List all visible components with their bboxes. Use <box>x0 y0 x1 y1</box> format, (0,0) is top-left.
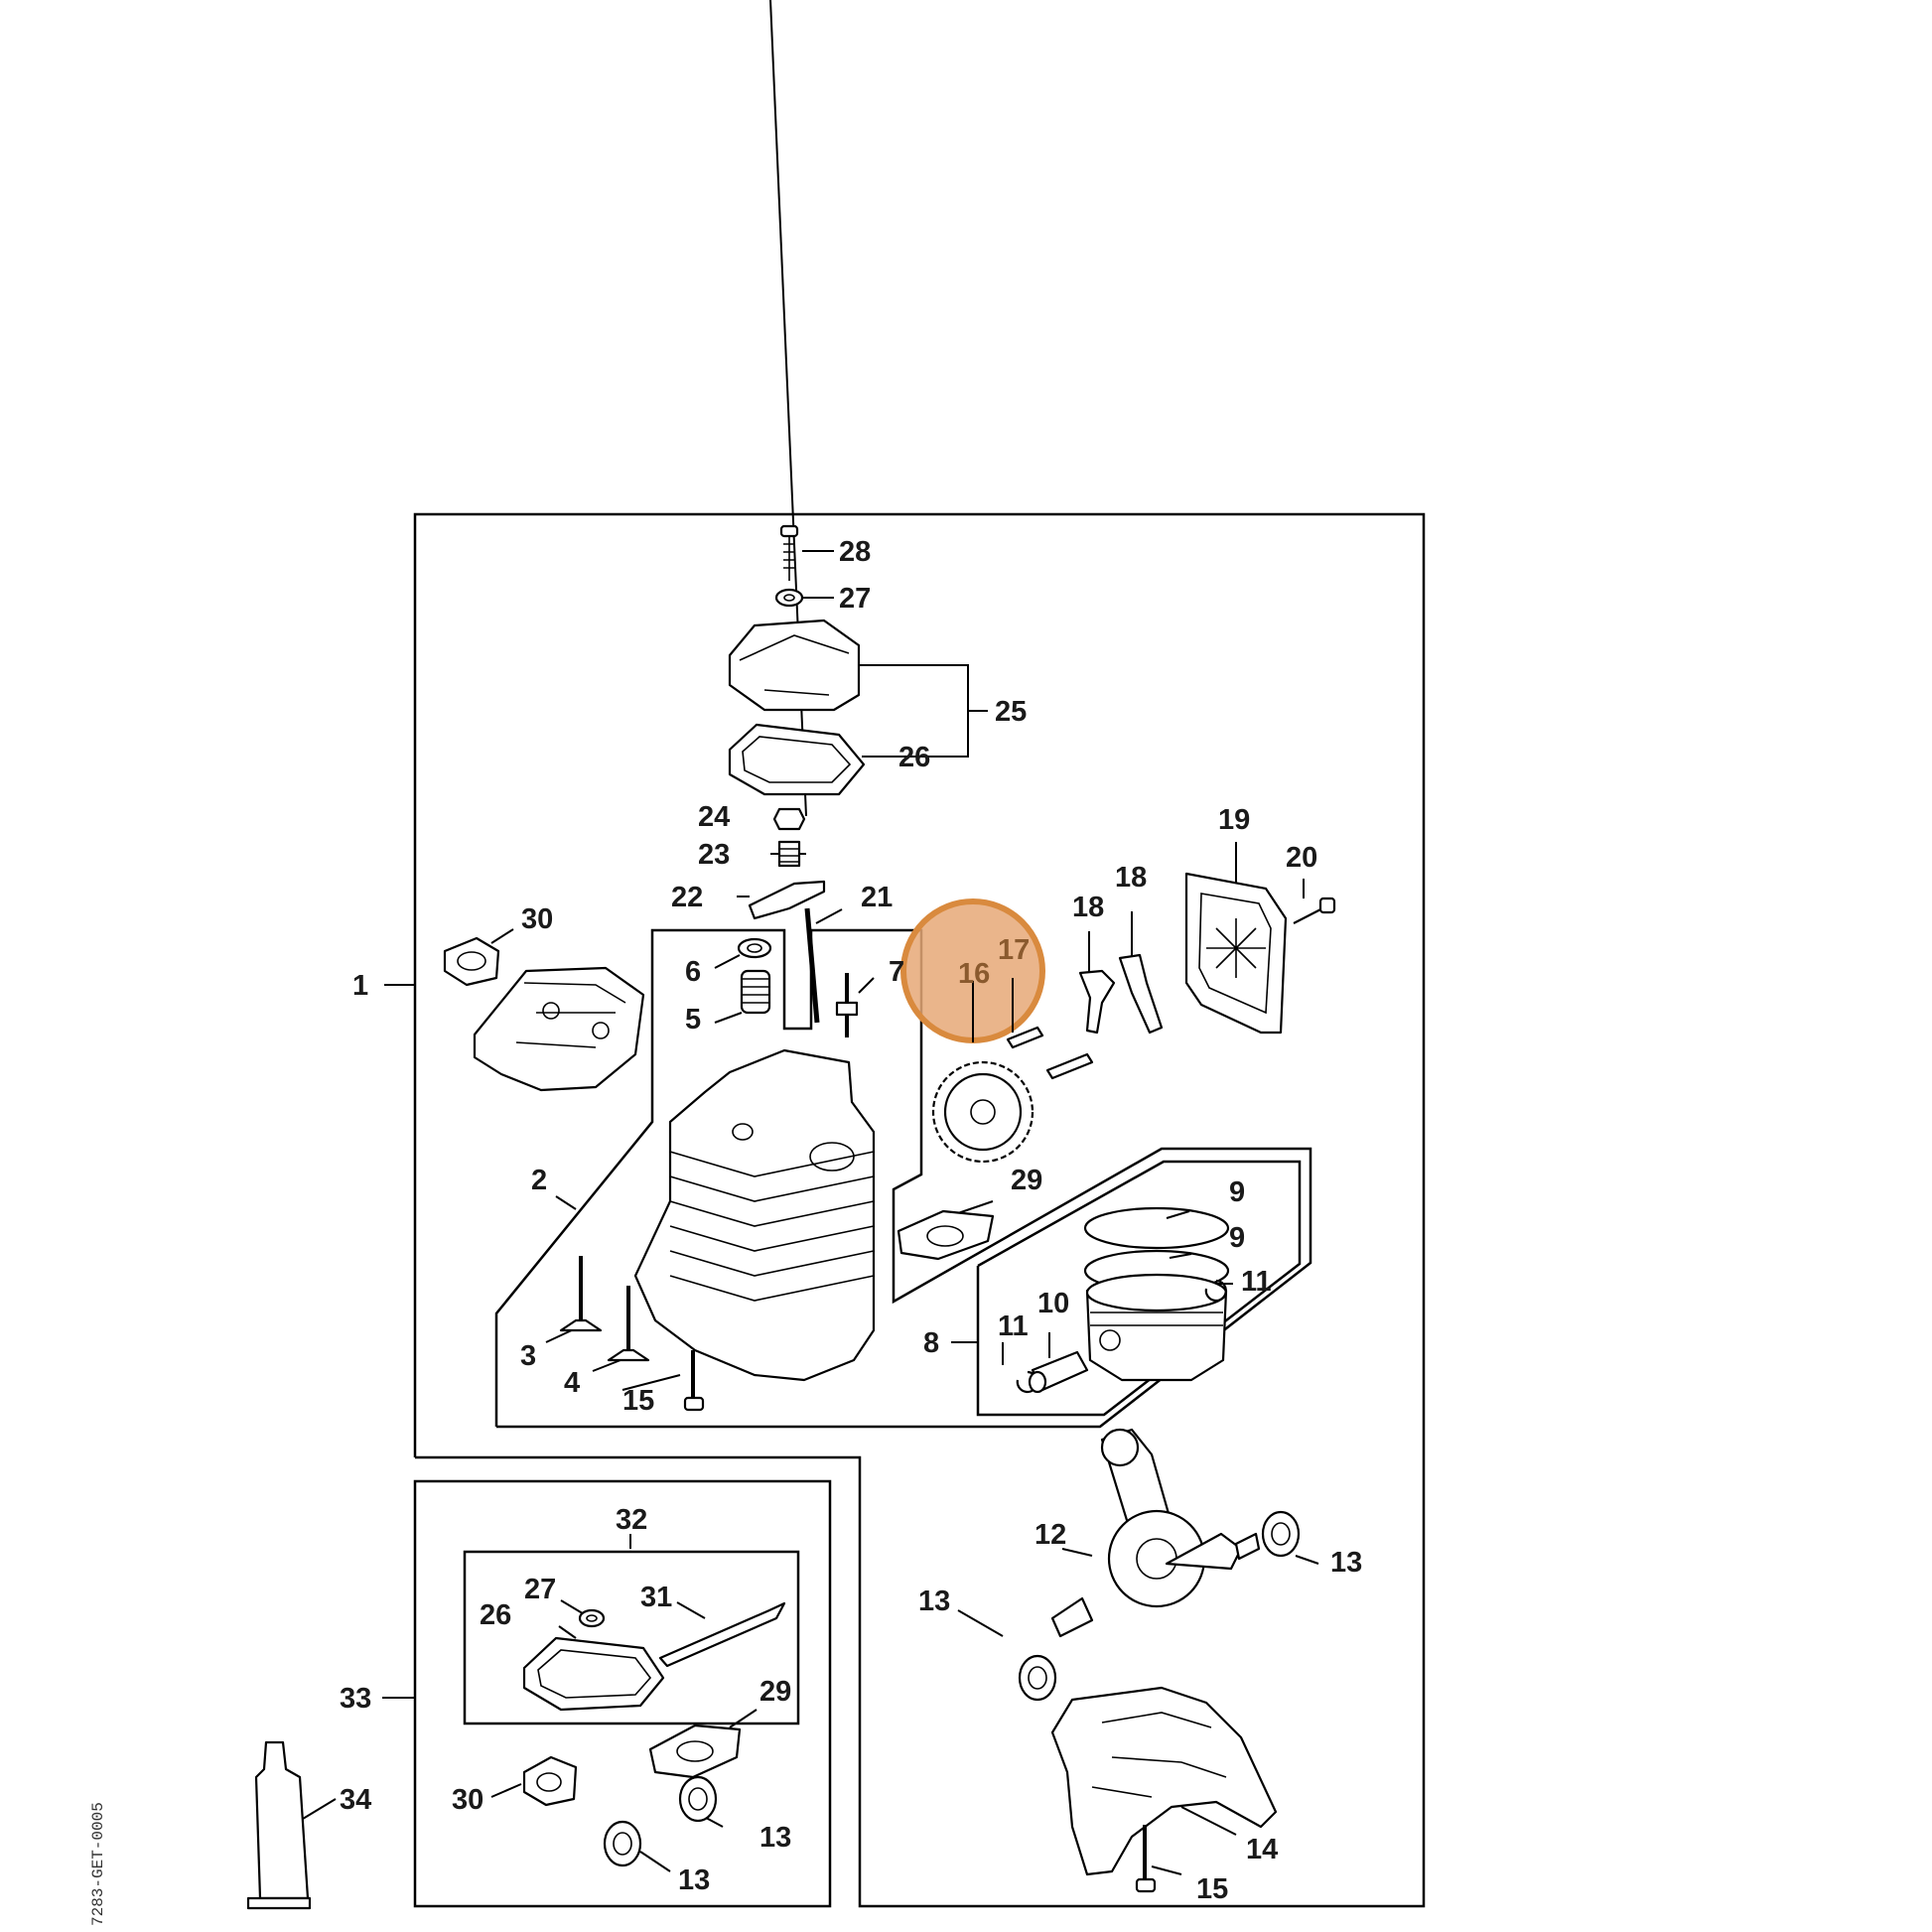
label-21: 21 <box>861 882 893 913</box>
frame-gasket-subset <box>463 1550 800 1725</box>
part-piston[interactable] <box>1085 1273 1228 1382</box>
label-19: 19 <box>1218 804 1250 836</box>
label-13a: 13 <box>1330 1547 1362 1579</box>
part-tube-34[interactable] <box>246 1740 312 1910</box>
part-screw-15a[interactable] <box>683 1350 705 1412</box>
label-26b: 26 <box>480 1599 511 1631</box>
label-9b: 9 <box>1229 1222 1245 1254</box>
label-23: 23 <box>698 839 730 871</box>
part-seal-13c[interactable] <box>678 1775 718 1823</box>
part-carburetor[interactable] <box>473 966 645 1092</box>
label-25: 25 <box>995 696 1027 728</box>
label-18a: 18 <box>1072 892 1104 923</box>
label-9a: 9 <box>1229 1176 1245 1208</box>
drawing-id: 7283-GET-0005 <box>89 1802 107 1926</box>
label-13c: 13 <box>759 1822 791 1854</box>
part-screw-20[interactable] <box>1293 897 1336 924</box>
part-retainer-6[interactable] <box>737 937 772 959</box>
part-gasket-30a[interactable] <box>443 936 500 987</box>
part-valve-spring-5[interactable] <box>740 969 771 1015</box>
part-pin-17[interactable] <box>1006 1026 1044 1049</box>
label-15a: 15 <box>622 1385 654 1417</box>
part-gasket-26b[interactable] <box>522 1636 665 1712</box>
part-stud-7[interactable] <box>835 973 859 1037</box>
part-screw-15b[interactable] <box>1135 1825 1157 1893</box>
part-gasket-30b[interactable] <box>522 1755 578 1807</box>
frame-piston-kit <box>976 1160 1302 1417</box>
label-30a: 30 <box>521 903 553 935</box>
label-22: 22 <box>671 882 703 913</box>
part-gasket-29a[interactable] <box>897 1209 995 1261</box>
part-valve-3[interactable] <box>559 1256 603 1332</box>
label-10: 10 <box>1037 1288 1069 1319</box>
part-seal-13b[interactable] <box>1018 1654 1057 1702</box>
label-3: 3 <box>520 1340 536 1372</box>
part-cover-19[interactable] <box>1184 872 1288 1035</box>
part-seal-13d[interactable] <box>603 1820 642 1867</box>
label-29a: 29 <box>1011 1165 1042 1196</box>
part-gasket-26[interactable] <box>728 723 866 796</box>
label-30b: 30 <box>452 1784 483 1816</box>
label-7: 7 <box>889 956 904 988</box>
part-spring-23[interactable] <box>777 840 801 868</box>
part-crankcase-14[interactable] <box>1050 1686 1278 1876</box>
label-13d: 13 <box>678 1864 710 1896</box>
part-strip-31[interactable] <box>658 1601 786 1668</box>
label-4: 4 <box>564 1367 580 1399</box>
part-piston-pin-10[interactable] <box>1028 1350 1089 1394</box>
part-washer-27b[interactable] <box>578 1608 606 1628</box>
part-cam-gear-16[interactable] <box>931 1060 1035 1164</box>
part-cylinder-2[interactable] <box>633 1048 876 1382</box>
label-11a: 11 <box>1241 1266 1272 1298</box>
label-15b: 15 <box>1196 1873 1228 1905</box>
part-pushrod-21[interactable] <box>804 907 820 1024</box>
label-20: 20 <box>1286 842 1317 874</box>
frame-gasket-set <box>413 1479 832 1908</box>
callout-labels: 28 27 25 26 24 23 22 21 30 1 6 5 7 16 17… <box>340 536 1362 1905</box>
part-rocker-arm-18a[interactable] <box>1078 969 1116 1035</box>
label-29b: 29 <box>759 1676 791 1708</box>
label-27b: 27 <box>524 1574 556 1605</box>
label-16: 16 <box>958 958 990 990</box>
label-1: 1 <box>352 970 368 1002</box>
label-32: 32 <box>616 1504 647 1536</box>
part-rocker-22[interactable] <box>748 880 826 920</box>
part-washer-27[interactable] <box>774 588 804 608</box>
part-valve-cover-25[interactable] <box>728 619 861 712</box>
part-nut-24[interactable] <box>772 807 806 831</box>
part-piston-ring-9a[interactable] <box>1083 1206 1230 1250</box>
label-27: 27 <box>839 583 871 615</box>
part-pin-shaft[interactable] <box>1045 1052 1094 1080</box>
label-13b: 13 <box>918 1586 950 1617</box>
label-2: 2 <box>531 1165 547 1196</box>
label-24: 24 <box>698 801 730 833</box>
label-11b: 11 <box>998 1311 1029 1342</box>
part-valve-4[interactable] <box>607 1286 650 1362</box>
part-gasket-29b[interactable] <box>648 1724 742 1779</box>
label-8: 8 <box>923 1327 939 1359</box>
part-crankshaft-12[interactable] <box>1050 1428 1261 1638</box>
part-screw-28[interactable] <box>779 524 799 581</box>
label-17: 17 <box>998 934 1030 966</box>
label-12: 12 <box>1035 1519 1066 1551</box>
label-18b: 18 <box>1115 862 1147 894</box>
label-14: 14 <box>1246 1834 1278 1865</box>
label-33: 33 <box>340 1683 371 1715</box>
label-28: 28 <box>839 536 871 568</box>
label-6: 6 <box>685 956 701 988</box>
label-5: 5 <box>685 1004 701 1035</box>
label-26: 26 <box>898 742 930 773</box>
part-seal-13a[interactable] <box>1261 1510 1301 1558</box>
label-34: 34 <box>340 1784 371 1816</box>
part-rocker-arm-18b[interactable] <box>1118 953 1164 1035</box>
label-31: 31 <box>640 1582 672 1613</box>
part-circlip-11a[interactable] <box>1204 1279 1227 1303</box>
frame-engine-assembly <box>413 512 1426 1908</box>
